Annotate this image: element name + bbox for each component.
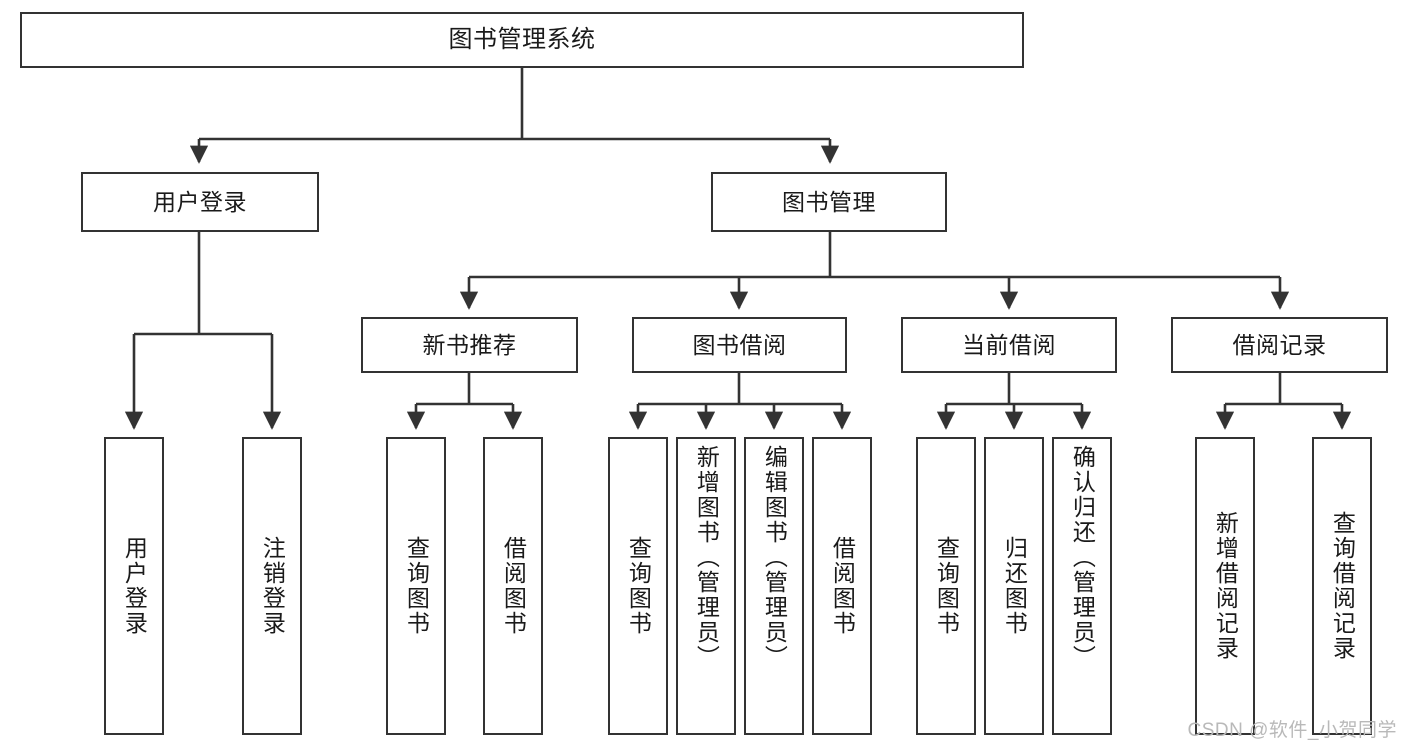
leaf-new-book-borrow[interactable]: 借阅图书 [483,437,543,735]
node-label: 图书管理系统 [448,26,596,54]
node-label: 新增图书（管理员） [693,445,720,670]
node-label: 当前借阅 [962,331,1056,358]
leaf-borrow-record-query[interactable]: 查询借阅记录 [1312,437,1372,735]
node-label: 图书管理 [782,188,876,215]
node-book-borrow[interactable]: 图书借阅 [632,317,847,373]
node-label: 图书借阅 [692,331,787,358]
leaf-user-login-login[interactable]: 用户登录 [104,437,164,735]
node-label: 查询借阅记录 [1329,511,1356,661]
node-current-borrow[interactable]: 当前借阅 [901,317,1117,373]
node-label: 归还图书 [1001,536,1028,636]
node-new-book-recommend[interactable]: 新书推荐 [361,317,578,373]
node-label: 确认归还（管理员） [1069,445,1096,670]
node-label: 借阅记录 [1232,331,1327,358]
node-label: 查询图书 [625,536,652,636]
leaf-current-borrow-query[interactable]: 查询图书 [916,437,976,735]
node-label: 新增借阅记录 [1212,511,1239,661]
node-label: 新书推荐 [422,331,517,358]
leaf-borrow-record-add[interactable]: 新增借阅记录 [1195,437,1255,735]
node-borrow-record[interactable]: 借阅记录 [1171,317,1388,373]
leaf-book-borrow-add[interactable]: 新增图书（管理员） [676,437,736,735]
leaf-book-borrow-query[interactable]: 查询图书 [608,437,668,735]
node-label: 查询图书 [403,536,430,636]
node-label: 借阅图书 [829,536,856,636]
leaf-user-login-logout[interactable]: 注销登录 [242,437,302,735]
csdn-watermark: CSDN @软件_小贺同学 [1187,720,1397,741]
leaf-book-borrow-borrow[interactable]: 借阅图书 [812,437,872,735]
leaf-current-borrow-confirm-return[interactable]: 确认归还（管理员） [1052,437,1112,735]
node-root-book-management-system[interactable]: 图书管理系统 [20,12,1024,68]
node-label: 注销登录 [259,536,286,636]
node-label: 用户登录 [121,536,148,636]
node-book-management[interactable]: 图书管理 [711,172,947,232]
node-label: 用户登录 [153,188,247,215]
leaf-book-borrow-edit[interactable]: 编辑图书（管理员） [744,437,804,735]
node-user-login[interactable]: 用户登录 [81,172,319,232]
node-label: 编辑图书（管理员） [761,445,788,670]
leaf-current-borrow-return[interactable]: 归还图书 [984,437,1044,735]
node-label: 借阅图书 [500,536,527,636]
leaf-new-book-query[interactable]: 查询图书 [386,437,446,735]
node-label: 查询图书 [933,536,960,636]
